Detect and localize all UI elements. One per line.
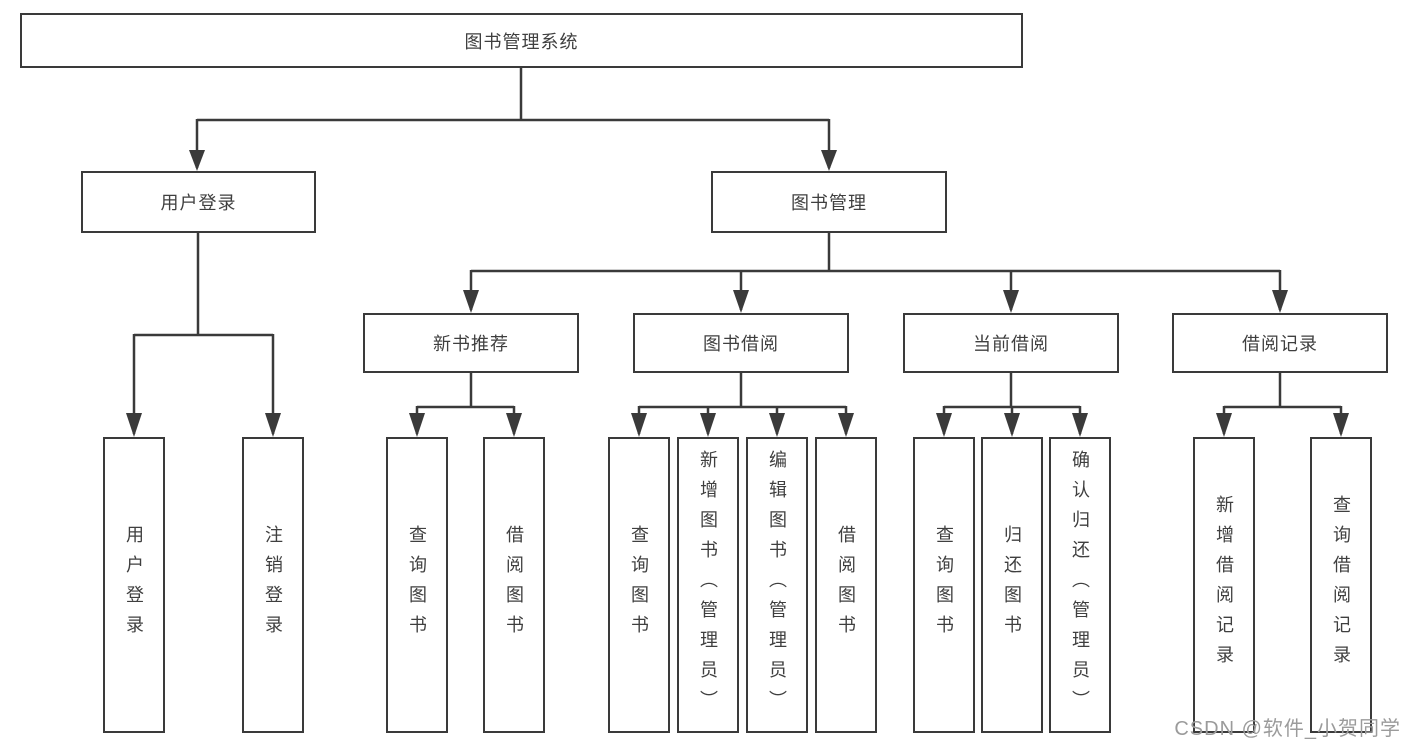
leaf-return-books: 归还图书 bbox=[981, 437, 1043, 733]
leaf-add-borrow-record: 新增借阅记录 bbox=[1193, 437, 1255, 733]
node-book-management-label: 图书管理 bbox=[791, 193, 867, 213]
node-borrow-records-label: 借阅记录 bbox=[1242, 334, 1318, 354]
node-new-book-recommend-label: 新书推荐 bbox=[433, 334, 509, 354]
leaf-borrow-books-label: 借阅图书 bbox=[836, 525, 856, 645]
leaf-query-books-recommend: 查询图书 bbox=[386, 437, 448, 733]
node-new-book-recommend: 新书推荐 bbox=[363, 313, 579, 373]
leaf-query-books-recommend-label: 查询图书 bbox=[407, 525, 427, 645]
leaf-query-books-current-label: 查询图书 bbox=[934, 525, 954, 645]
node-user-login: 用户登录 bbox=[81, 171, 316, 233]
node-book-borrow: 图书借阅 bbox=[633, 313, 849, 373]
leaf-borrow-books-recommend: 借阅图书 bbox=[483, 437, 545, 733]
leaf-confirm-return-admin: 确认归还（管理员） bbox=[1049, 437, 1111, 733]
node-borrow-records: 借阅记录 bbox=[1172, 313, 1388, 373]
leaf-return-books-label: 归还图书 bbox=[1002, 525, 1022, 645]
leaf-add-books-admin-label: 新增图书（管理员） bbox=[698, 450, 718, 720]
node-book-borrow-label: 图书借阅 bbox=[703, 334, 779, 354]
leaf-edit-books-admin: 编辑图书（管理员） bbox=[746, 437, 808, 733]
leaf-logout: 注销登录 bbox=[242, 437, 304, 733]
leaf-logout-label: 注销登录 bbox=[263, 525, 283, 645]
node-root: 图书管理系统 bbox=[20, 13, 1023, 68]
leaf-query-borrow-record-label: 查询借阅记录 bbox=[1331, 495, 1351, 675]
leaf-user-login: 用户登录 bbox=[103, 437, 165, 733]
leaf-borrow-books-recommend-label: 借阅图书 bbox=[504, 525, 524, 645]
leaf-edit-books-admin-label: 编辑图书（管理员） bbox=[767, 450, 787, 720]
leaf-add-books-admin: 新增图书（管理员） bbox=[677, 437, 739, 733]
node-root-label: 图书管理系统 bbox=[464, 31, 579, 52]
leaf-query-books-current: 查询图书 bbox=[913, 437, 975, 733]
node-current-borrow-label: 当前借阅 bbox=[973, 334, 1049, 354]
leaf-query-borrow-record: 查询借阅记录 bbox=[1310, 437, 1372, 733]
leaf-query-books-borrow-label: 查询图书 bbox=[629, 525, 649, 645]
node-user-login-label: 用户登录 bbox=[160, 193, 237, 213]
node-current-borrow: 当前借阅 bbox=[903, 313, 1119, 373]
leaf-borrow-books: 借阅图书 bbox=[815, 437, 877, 733]
leaf-confirm-return-admin-label: 确认归还（管理员） bbox=[1070, 450, 1090, 720]
leaf-add-borrow-record-label: 新增借阅记录 bbox=[1214, 495, 1234, 675]
leaf-user-login-label: 用户登录 bbox=[124, 525, 144, 645]
node-book-management: 图书管理 bbox=[711, 171, 947, 233]
leaf-query-books-borrow: 查询图书 bbox=[608, 437, 670, 733]
